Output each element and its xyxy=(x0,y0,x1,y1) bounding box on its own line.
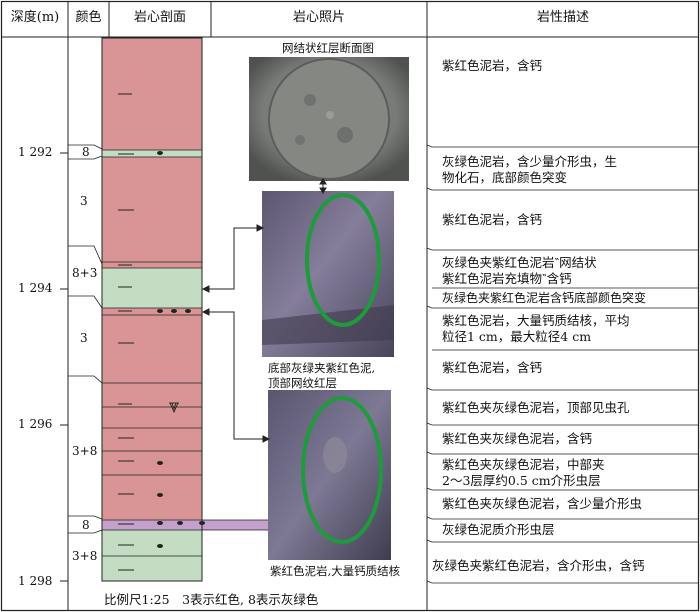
depth-label: 1 298 xyxy=(18,574,53,588)
layer-red-5 xyxy=(102,383,202,520)
core-photo-top xyxy=(249,57,409,181)
depth-label: 1 296 xyxy=(18,417,53,431)
color-code: 3+8 xyxy=(72,549,98,563)
layer-red-3 xyxy=(102,308,202,315)
photo-caption-top: 网结状红层断面图 xyxy=(282,41,374,55)
header-color: 颜色 xyxy=(75,10,102,25)
description-5: 灰绿色夹紫红色泥岩含钙底部颜色突变 xyxy=(442,291,647,305)
layer-green-1 xyxy=(102,150,202,157)
layer-boundaries xyxy=(102,149,268,557)
description-11: 紫红色夹灰绿色泥岩，含少量介形虫 xyxy=(442,496,643,511)
layer-red-thin xyxy=(102,262,202,268)
description-4: 灰绿色夹紫红色泥岩‶网结状 紫红色泥岩充填物‶含钙 xyxy=(442,255,597,286)
photo-caption-middle-1: 底部灰绿夹紫红色泥, xyxy=(268,361,376,375)
header-description: 岩性描述 xyxy=(536,10,589,25)
description-12: 灰绿色泥质介形虫层 xyxy=(442,522,555,537)
depth-label: 1 292 xyxy=(18,145,53,159)
description-13: 灰绿色夹紫红色泥岩，含介形虫，含钙 xyxy=(432,558,645,573)
layer-red-2 xyxy=(102,157,202,262)
burrow-symbol xyxy=(169,402,179,414)
lithology-column xyxy=(101,37,268,582)
connector-arrows xyxy=(201,178,327,443)
color-code: 3+8 xyxy=(72,444,98,458)
color-code: 8 xyxy=(82,145,90,159)
photo-caption-middle-2: 顶部网纹红层 xyxy=(268,376,337,390)
header-depth: 深度(m) xyxy=(10,10,60,25)
layer-red-4 xyxy=(102,315,202,383)
color-code: 8 xyxy=(82,518,90,532)
description-9: 紫红色夹灰绿色泥岩，含钙 xyxy=(442,431,593,446)
layer-green-2 xyxy=(102,268,202,308)
description-10: 紫红色夹灰绿色泥岩，中部夹 2～3层厚约0.5 cm介形虫层 xyxy=(442,457,605,488)
mudstone-dashes xyxy=(118,93,134,571)
header-photo: 岩心照片 xyxy=(292,10,345,25)
core-photo-middle xyxy=(262,191,394,357)
description-1: 紫红色泥岩，含钙 xyxy=(442,58,543,73)
color-code: 8+3 xyxy=(72,266,98,280)
description-3: 紫红色泥岩，含钙 xyxy=(442,212,543,227)
color-separators xyxy=(68,144,103,534)
scale-legend: 比例尺1:25 3表示红色, 8表示灰绿色 xyxy=(104,592,319,607)
header-section: 岩心剖面 xyxy=(133,10,186,25)
core-photo-bottom xyxy=(268,390,391,560)
description-8: 紫红色夹灰绿色泥岩，顶部见虫孔 xyxy=(442,400,630,415)
layer-purple xyxy=(102,520,268,530)
color-code: 3 xyxy=(80,331,88,345)
ostracod-symbols xyxy=(157,151,205,548)
description-7: 紫红色泥岩，含钙 xyxy=(442,360,543,375)
description-2: 灰绿色泥岩，含少量介形虫，生 物化石，底部颜色突变 xyxy=(442,154,618,185)
description-6: 紫红色泥岩，大量钙质结核，平均 粒径1 cm，最大粒径4 cm xyxy=(442,313,630,344)
color-code: 3 xyxy=(80,194,88,208)
description-separators xyxy=(426,144,699,584)
layer-red-1 xyxy=(102,38,202,150)
layer-green-3 xyxy=(102,530,202,581)
column-outline xyxy=(101,37,203,582)
depth-label: 1 294 xyxy=(18,281,53,295)
photo-caption-bottom: 紫红色泥岩,大量钙质结核 xyxy=(270,564,401,578)
